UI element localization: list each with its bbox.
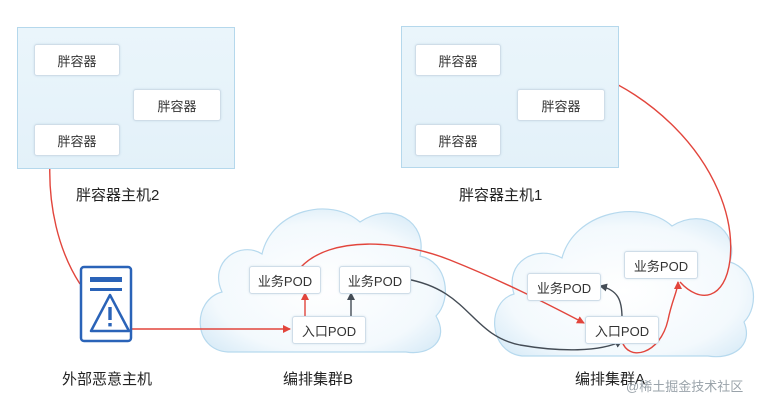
host1-container-2: 胖容器 bbox=[517, 89, 605, 121]
arrow-pod-b2-ingress-a bbox=[405, 278, 623, 351]
cluster-a-caption: 编排集群A bbox=[575, 371, 646, 388]
cluster-a-pod-1: 业务POD bbox=[527, 273, 601, 301]
cluster-b-pod-1: 业务POD bbox=[249, 266, 321, 294]
cluster-b-ingress: 入口POD bbox=[292, 316, 366, 344]
watermark: @稀土掘金技术社区 bbox=[626, 379, 744, 394]
arrow-ingress-a-pod1 bbox=[599, 283, 623, 319]
cluster-b-caption: 编排集群B bbox=[283, 371, 354, 388]
arrow-pod-b1-ingress-a bbox=[299, 243, 585, 324]
host1-caption: 胖容器主机1 bbox=[459, 187, 543, 204]
arrow-attacker-host2 bbox=[45, 159, 81, 285]
host1-container-3: 胖容器 bbox=[415, 124, 501, 156]
host1-container-1: 胖容器 bbox=[415, 44, 501, 76]
host2-container-1: 胖容器 bbox=[34, 44, 120, 76]
cluster-a-ingress: 入口POD bbox=[585, 316, 659, 344]
attacker-caption: 外部恶意主机 bbox=[62, 371, 153, 388]
malicious-server-icon bbox=[79, 265, 133, 343]
host2-container-3: 胖容器 bbox=[34, 124, 120, 156]
cluster-a-pod-2: 业务POD bbox=[624, 251, 698, 279]
cluster-b-pod-2: 业务POD bbox=[339, 266, 411, 294]
cloud-cluster-a bbox=[494, 211, 755, 358]
arrow-ingress-a-pod2 bbox=[621, 281, 682, 354]
host2-caption: 胖容器主机2 bbox=[76, 187, 160, 204]
host2-container-2: 胖容器 bbox=[133, 89, 221, 121]
